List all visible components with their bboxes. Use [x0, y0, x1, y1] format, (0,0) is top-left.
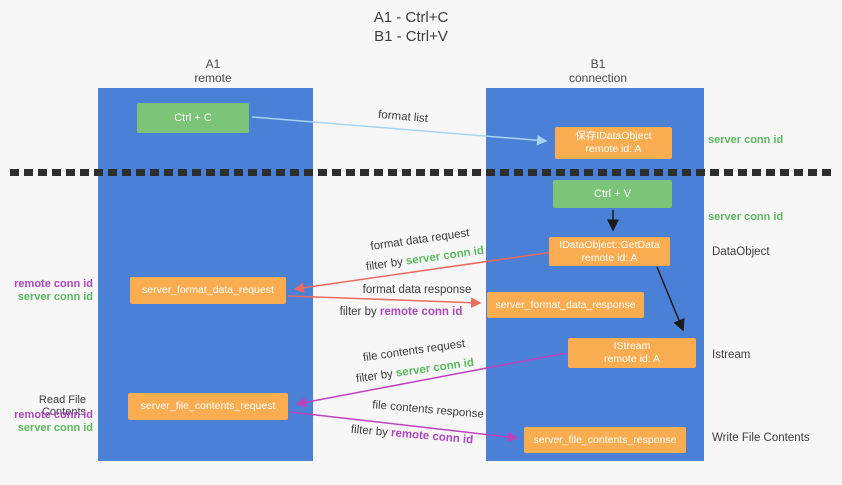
dashed-divider: [10, 169, 832, 176]
filter-by-prefix: filter by: [355, 367, 397, 386]
left-id-group-file: remote conn id server conn id: [0, 409, 93, 435]
label-filter-format-data-response: filter by remote conn id: [340, 306, 463, 318]
node-getdata-line1: IDataObject::GetData: [559, 238, 660, 251]
node-server-format-data-request: server_format_data_request: [130, 277, 286, 304]
node-server-file-contents-response: server_file_contents_response: [524, 427, 686, 453]
label-server-conn-id-mid: server conn id: [708, 211, 784, 223]
node-format-request-label: server_format_data_request: [142, 284, 274, 296]
node-save-line1: 保存IDataObject: [575, 130, 652, 142]
lane-header-b1: B1 connection: [538, 57, 658, 85]
node-ctrl-v: Ctrl + V: [553, 180, 672, 208]
filter-by-prefix: filter by: [365, 255, 407, 274]
lane-a1-name: A1: [205, 57, 221, 71]
filter-value-remote-conn-id: remote conn id: [390, 427, 474, 447]
filter-value-remote-conn-id: remote conn id: [379, 306, 463, 318]
label-server-conn-id-top: server conn id: [708, 134, 784, 146]
filter-by-prefix: filter by: [350, 423, 392, 440]
label-remote-conn-id: remote conn id: [14, 409, 93, 421]
filter-by-prefix: filter by: [339, 306, 380, 318]
label-server-conn-id: server conn id: [17, 291, 93, 303]
label-remote-conn-id: remote conn id: [14, 278, 93, 290]
node-server-file-contents-request: server_file_contents_request: [128, 393, 288, 420]
node-idataobject-getdata: IDataObject::GetData remote id: A: [549, 237, 670, 266]
node-server-format-data-response: server_format_data_response: [487, 292, 644, 318]
node-ctrl-c-label: Ctrl + C: [174, 112, 212, 124]
node-istream-line1: IStream: [613, 340, 651, 352]
node-ctrl-c: Ctrl + C: [137, 103, 249, 133]
lane-b1-name: B1: [590, 57, 606, 71]
label-dataobject: DataObject: [712, 246, 770, 258]
filter-value-server-conn-id: server conn id: [395, 356, 475, 380]
node-save-idataobject: 保存IDataObject remote id: A: [555, 127, 672, 159]
label-istream: Istream: [712, 349, 751, 361]
label-file-contents-response: file contents response: [371, 399, 485, 421]
arrow-format-data-response: [287, 295, 482, 308]
label-filter-file-contents-response: filter by remote conn id: [350, 424, 473, 447]
label-read-file-contents: Read File Contents: [38, 394, 86, 418]
node-file-request-label: server_file_contents_request: [140, 400, 276, 412]
node-getdata-line2: remote id: A: [581, 251, 638, 264]
diagram-title: A1 - Ctrl+C B1 - Ctrl+V: [311, 8, 511, 46]
title-line-2: B1 - Ctrl+V: [374, 28, 448, 45]
node-istream: IStream remote id: A: [568, 338, 696, 368]
left-id-group-format: remote conn id server conn id: [0, 278, 93, 304]
node-save-line2: remote id: A: [585, 143, 642, 155]
lane-b1-role: connection: [568, 71, 628, 85]
node-format-response-label: server_format_data_response: [495, 298, 636, 311]
title-line-1: A1 - Ctrl+C: [373, 9, 449, 26]
label-server-conn-id: server conn id: [17, 422, 93, 434]
node-file-response-label: server_file_contents_response: [533, 433, 677, 446]
node-istream-line2: remote id: A: [603, 353, 661, 365]
lane-header-a1: A1 remote: [153, 57, 273, 85]
label-format-list: format list: [377, 108, 429, 126]
node-ctrl-v-label: Ctrl + V: [594, 188, 631, 200]
label-format-data-response: format data response: [362, 284, 472, 296]
label-write-file-contents: Write File Contents: [712, 432, 810, 444]
filter-value-server-conn-id: server conn id: [405, 244, 485, 268]
lane-a1-role: remote: [194, 71, 232, 85]
